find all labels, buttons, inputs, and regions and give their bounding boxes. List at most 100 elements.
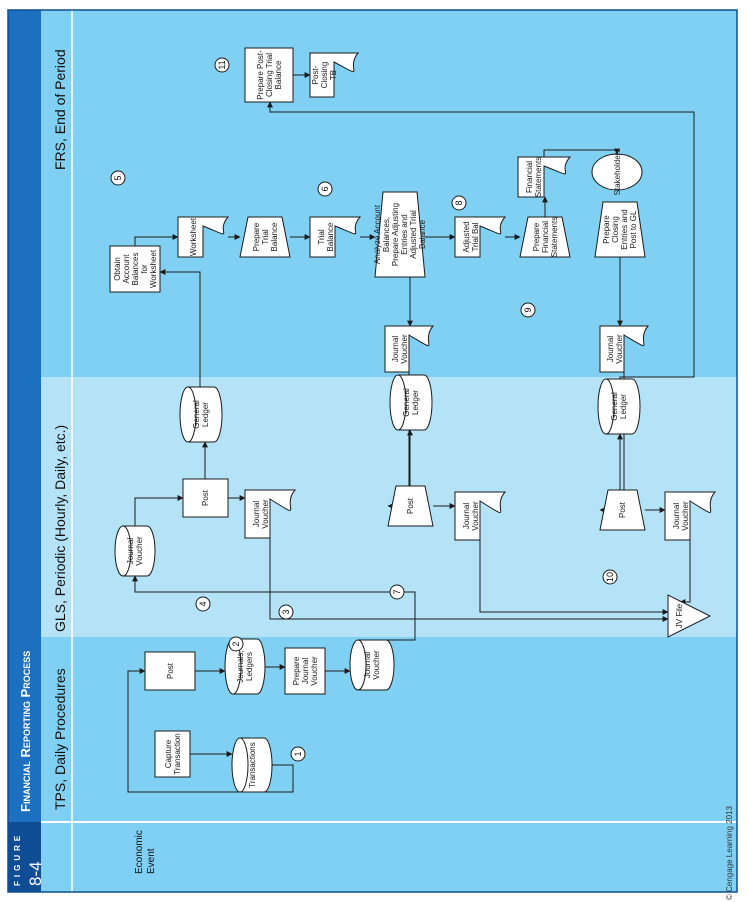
node-journal-voucher-file-1-label: Journal Voucher: [126, 536, 144, 566]
node-journal-voucher-doc-1-shape: [244, 489, 297, 539]
step-1-number: 1: [293, 751, 303, 757]
node-obtain-balances-shape: [109, 245, 161, 293]
node-prepare-financial-statements-shape: [519, 216, 571, 258]
node-post-gls-1-label: Post: [201, 490, 210, 507]
step-8-circle: [451, 195, 467, 211]
node-journal-voucher-tps-shape: [349, 639, 395, 691]
step-7-circle: [389, 584, 405, 600]
outer-frame: [7, 9, 738, 893]
lane-title-frs: FRS, End of Period: [52, 49, 68, 170]
node-post-gls-2-label: Post: [406, 498, 415, 515]
lane-title-gls: GLS, Periodic (Hourly, Daily, etc.): [52, 424, 68, 632]
edge-doc3-to-jvfile: [679, 516, 691, 605]
node-capture-transaction-label: Capture Transaction: [163, 733, 182, 775]
node-prepare-financial-statements-label: Prepare Financial Statements: [531, 216, 559, 258]
node-trial-balance-shape: [309, 216, 362, 258]
node-prepare-post-closing-shape: [244, 47, 294, 103]
lane-tps: [41, 637, 737, 892]
figure-title: Financial Reporting Process: [18, 650, 33, 812]
node-financial-statements-shape: [517, 156, 572, 198]
node-post-gls-1-shape: [182, 478, 229, 518]
node-transactions-shape: [231, 737, 273, 793]
node-stakeholders-label: Stakeholders: [612, 148, 622, 196]
step-11-circle: [214, 57, 230, 73]
step-2-number: 2: [231, 641, 241, 647]
node-general-ledger-2-shape: [389, 374, 433, 431]
step-2-circle: [228, 636, 244, 652]
step-1-circle: [290, 746, 306, 762]
edge-voucher-file-to-post1: [134, 495, 184, 526]
step-9-circle: [520, 302, 536, 318]
node-post-closing-tb-shape: [309, 52, 360, 98]
node-journal-voucher-tps-label: Journal Voucher: [363, 650, 381, 680]
step-3-circle: [278, 604, 294, 620]
node-journal-voucher-doc-2-label: Journal Voucher: [461, 501, 480, 531]
node-capture-transaction-shape: [154, 730, 191, 778]
node-journal-voucher-frs-2-shape: [599, 325, 650, 373]
node-journal-voucher-doc-1-label: Journal Voucher: [251, 499, 270, 529]
step-4-circle: [195, 596, 211, 612]
edge-ledger3-to-post-closing: [267, 101, 695, 379]
node-prepare-post-closing-label: Prepare Post- Closing Trial Balance: [255, 50, 283, 100]
node-journal-voucher-file-1-shape-top-rim: [122, 525, 132, 577]
edge-ledger1-to-obtain: [159, 269, 201, 387]
node-post-gls-3-label: Post: [618, 502, 627, 519]
node-analyze-balances-label: Analyze Account Balances, Prepare Adjust…: [373, 202, 427, 267]
node-general-ledger-1-shape-top-rim: [187, 386, 197, 443]
node-worksheet-shape: [177, 216, 230, 258]
node-general-ledger-2-label: General Ledger: [402, 388, 420, 417]
node-prepare-closing-label: Prepare Closing Entries and Post to GL: [602, 209, 638, 250]
node-financial-statements-label: Financial Statements: [525, 156, 544, 198]
node-transactions-label: Transactions: [247, 742, 257, 788]
node-general-ledger-3-shape: [597, 378, 641, 435]
edge-obtain-to-worksheet: [134, 234, 179, 246]
step-5-circle: [110, 170, 126, 186]
node-prepare-journal-voucher-label: Prepare Journal Voucher: [291, 656, 319, 686]
node-general-ledger-1-label: General Ledger: [192, 400, 210, 429]
edge-doc1-to-jvfile: [269, 514, 669, 622]
step-6-circle: [317, 181, 333, 197]
node-post-closing-tb-label: Post- Closing TB: [311, 61, 339, 89]
step-11-number: 11: [217, 60, 227, 70]
node-analyze-balances-shape: [374, 191, 426, 278]
node-journals-ledgers-shape: [224, 638, 266, 695]
step-5-number: 5: [113, 175, 123, 181]
economic-event-label: Economic Event: [134, 830, 157, 874]
edge-doc2-to-jvfile: [479, 516, 669, 615]
edge-voucher-to-voucher-file: [132, 575, 416, 641]
node-journal-voucher-frs-1-label: Journal Voucher: [390, 334, 409, 364]
node-worksheet-label: Worksheet: [189, 217, 198, 257]
node-journal-voucher-doc-3-shape: [664, 491, 717, 541]
edge-fs-to-stakeholders: [543, 148, 620, 157]
edge-transactions-to-post: [127, 668, 294, 793]
node-journal-voucher-tps-shape-top-rim: [357, 639, 367, 691]
figure-word: FIGURE: [13, 831, 22, 886]
node-journal-voucher-doc-2-shape: [454, 491, 507, 541]
step-4-number: 4: [198, 601, 208, 607]
step-8-number: 8: [454, 200, 464, 206]
node-transactions-shape-top-rim: [239, 737, 249, 793]
node-adjusted-trial-bal-shape: [454, 216, 507, 258]
header-band: [8, 10, 41, 892]
step-9-number: 9: [523, 307, 533, 313]
node-stakeholders-shape: [591, 153, 643, 191]
node-prepare-trial-balance-label: Prepare Trial Balance: [251, 222, 279, 252]
node-journal-voucher-frs-2-label: Journal Voucher: [605, 334, 624, 364]
step-6-number: 6: [320, 186, 330, 192]
node-journal-voucher-frs-1-shape: [384, 325, 435, 373]
node-prepare-journal-voucher-shape: [284, 647, 326, 695]
node-jv-file-label: JV File: [675, 603, 685, 629]
figure-badge: [8, 822, 41, 892]
node-journal-voucher-doc-3-label: Journal Voucher: [671, 501, 690, 531]
node-post-gls-3-shape: [599, 489, 646, 531]
node-obtain-balances-label: Obtain Account Balances for Worksheet: [112, 249, 158, 289]
step-7-number: 7: [392, 589, 402, 595]
step-10-number: 10: [605, 572, 615, 583]
step-10-circle: [602, 569, 618, 585]
figure-number: 8-4: [26, 861, 45, 886]
copyright: © Cengage Learning 2013: [725, 806, 734, 900]
node-jv-file-shape: [667, 594, 712, 638]
